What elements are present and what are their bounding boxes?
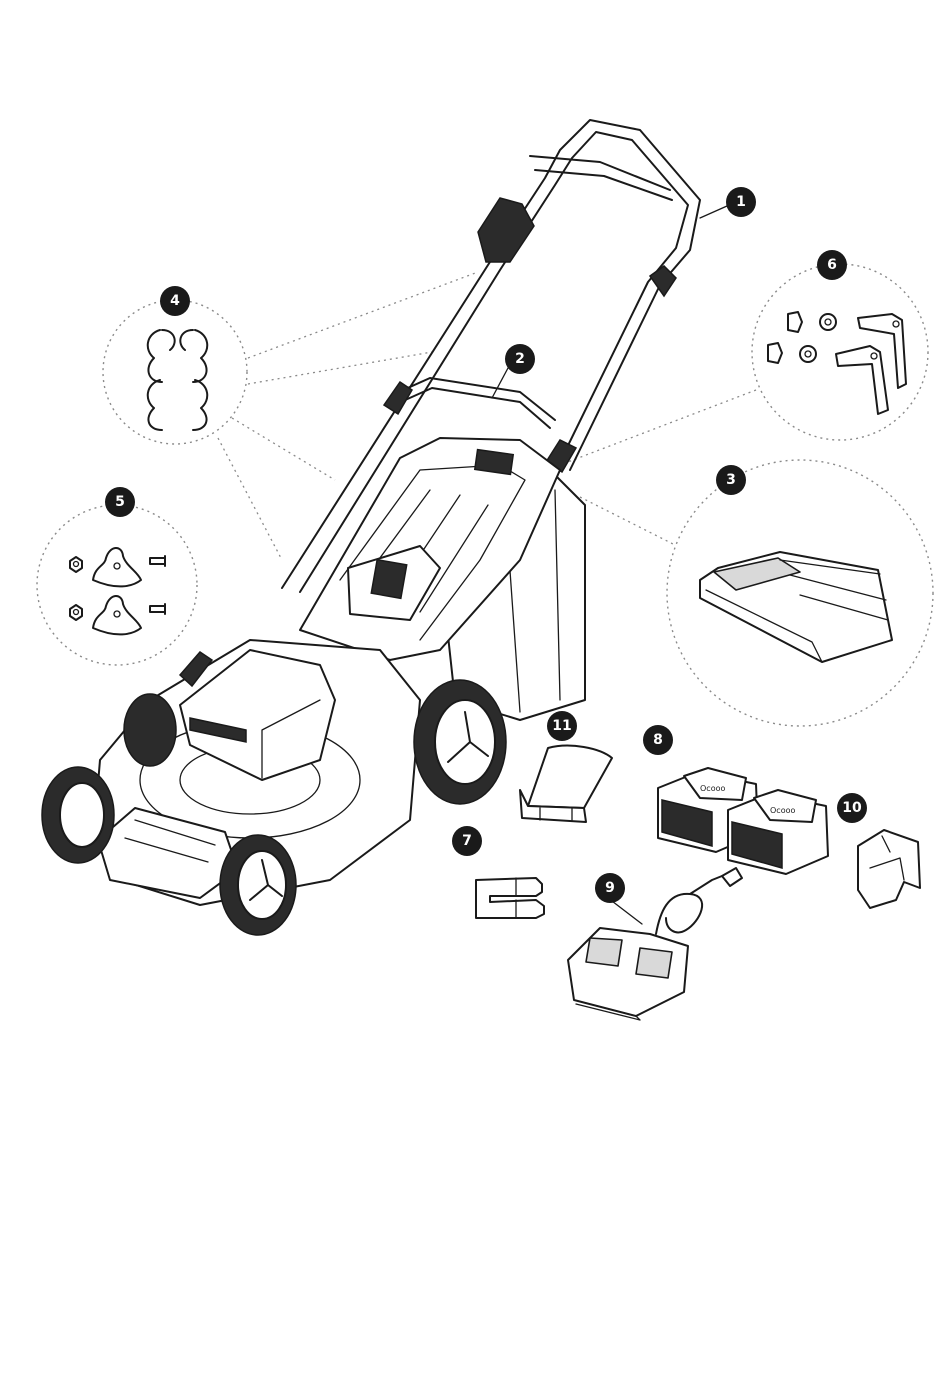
svg-text:10: 10 bbox=[842, 800, 862, 816]
rear-flap-part bbox=[520, 746, 612, 822]
detail-clips bbox=[103, 300, 247, 444]
svg-text:6: 6 bbox=[827, 257, 837, 273]
svg-text:Ocooo: Ocooo bbox=[770, 806, 795, 815]
svg-text:8: 8 bbox=[653, 732, 663, 748]
safety-key-part bbox=[476, 878, 544, 918]
callout-badge: 9 bbox=[595, 873, 625, 903]
charger-part bbox=[568, 868, 742, 1020]
callout-badge: 3 bbox=[716, 465, 746, 495]
svg-text:11: 11 bbox=[552, 718, 571, 734]
mulching-plug-part bbox=[858, 830, 920, 908]
callout-badge: 11 bbox=[547, 711, 577, 741]
detail-knob-kit bbox=[37, 505, 197, 665]
svg-text:7: 7 bbox=[462, 833, 472, 849]
detail-grass-bag bbox=[667, 460, 933, 726]
battery-pack-part: Ocooo Ocooo bbox=[658, 768, 828, 874]
svg-text:4: 4 bbox=[170, 293, 180, 309]
callout-badge: 8 bbox=[643, 725, 673, 755]
svg-text:5: 5 bbox=[115, 494, 125, 510]
svg-text:1: 1 bbox=[736, 194, 746, 210]
svg-text:9: 9 bbox=[605, 880, 615, 896]
svg-text:Ocooo: Ocooo bbox=[700, 784, 725, 793]
callout-badge: 6 bbox=[817, 250, 847, 280]
callout-badge: 2 bbox=[505, 344, 535, 374]
svg-text:3: 3 bbox=[726, 472, 736, 488]
callout-badge: 5 bbox=[105, 487, 135, 517]
detail-handle-fixings bbox=[752, 264, 928, 440]
callout-badge: 1 bbox=[726, 187, 756, 217]
callout-badge: 7 bbox=[452, 826, 482, 856]
callout-badge: 4 bbox=[160, 286, 190, 316]
callout-badge: 10 bbox=[837, 793, 867, 823]
svg-text:2: 2 bbox=[515, 351, 525, 367]
